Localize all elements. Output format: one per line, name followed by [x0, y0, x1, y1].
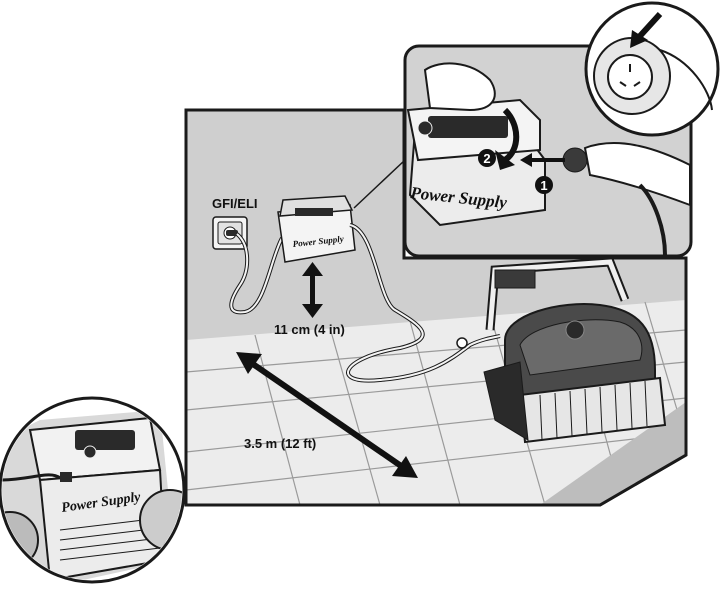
step-1-marker: [535, 176, 553, 194]
height-arrow: [302, 262, 323, 318]
step-2-marker: [478, 149, 496, 167]
inset-pointer-line: [353, 159, 406, 209]
outlet-label: GFI/ELI: [212, 196, 258, 211]
power-supply-small: Power Supply: [277, 195, 356, 263]
distance-arrow: [236, 352, 418, 478]
rotate-arrow: [502, 107, 520, 163]
distance-label: 3.5 m (12 ft): [244, 436, 316, 451]
power-button-icon-detail: [83, 445, 97, 459]
step-2-label: 2: [483, 151, 490, 166]
plug-detail-circle: [584, 1, 720, 137]
power-button-icon: [417, 120, 433, 136]
height-label: 11 cm (4 in): [274, 322, 345, 337]
step-1-label: 1: [540, 178, 547, 193]
cable-swivel: [456, 337, 468, 349]
plug-pointer-arrow: [637, 11, 663, 39]
pool-robot: [483, 257, 667, 444]
wall-outlet: [212, 216, 248, 250]
power-supply-detail-circle: Power Supply: [0, 396, 186, 584]
